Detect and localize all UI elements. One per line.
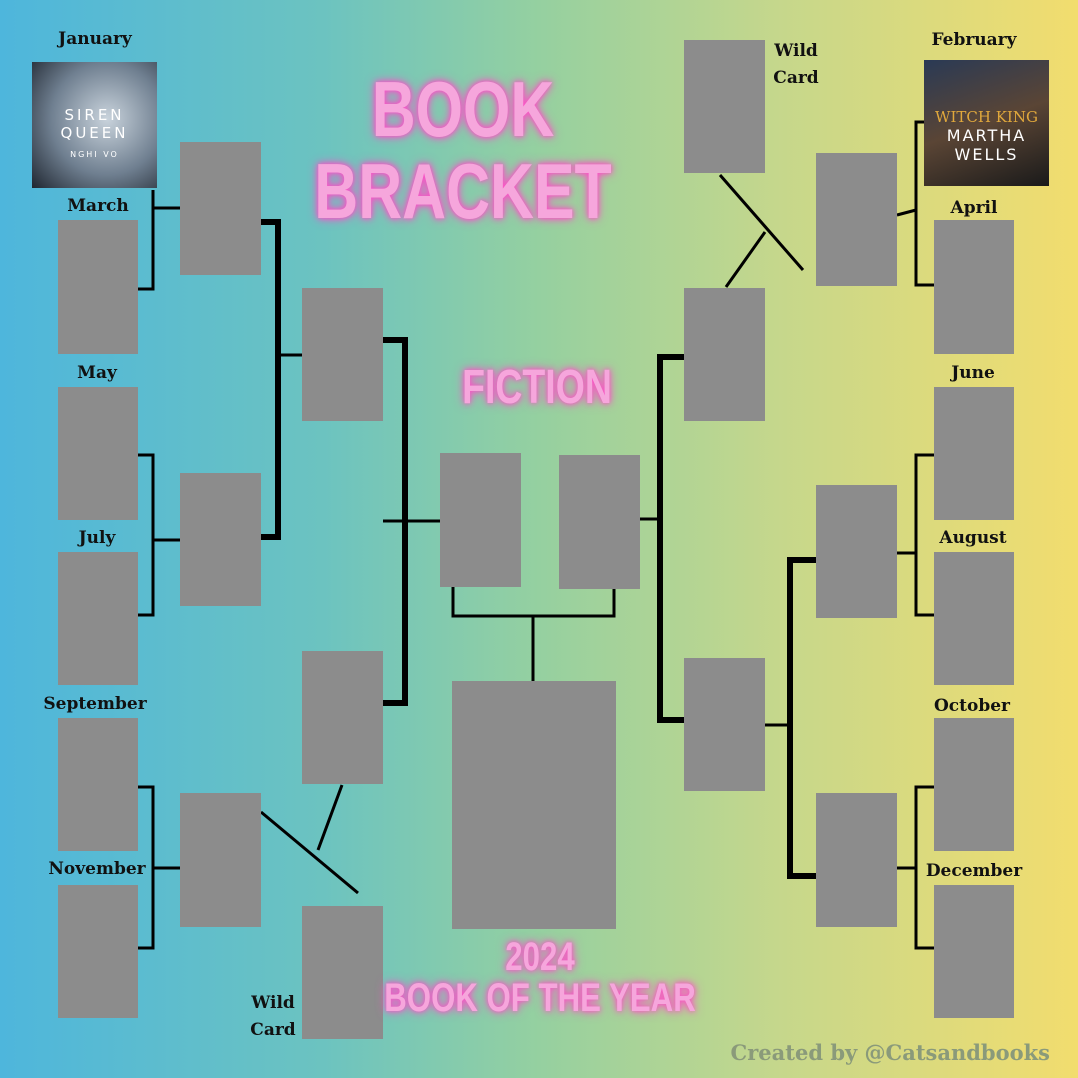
label-april: April [950,198,998,218]
label-october: October [933,696,1011,716]
title-line1: BOOK [371,65,555,153]
slot-september[interactable] [58,718,138,851]
slot-semifinal-right[interactable] [559,455,640,589]
book-title: WITCH KING [935,108,1038,126]
wildcard-line2: Card [773,68,819,88]
slot-december[interactable] [934,885,1014,1018]
label-december: December [925,861,1023,881]
slot-august[interactable] [934,552,1014,685]
book-author: WELLS [954,145,1019,164]
final-label: BOOK OF THE YEAR [384,976,696,1020]
label-july: July [78,528,116,548]
slot-left-round3-1[interactable] [302,288,383,421]
slot-november[interactable] [58,885,138,1018]
slot-march[interactable] [58,220,138,354]
slot-semifinal-left[interactable] [440,453,521,587]
book-title: SIREN [64,106,125,124]
title-line2: BRACKET [314,147,612,235]
wildcard-line1: Wild [774,41,818,61]
slot-left-round2-3[interactable] [180,793,261,927]
category-label: FICTION [462,361,612,414]
book-author: NGHI VO [70,150,119,159]
label-may: May [77,363,117,383]
label-february: February [931,30,1017,50]
label-january: January [58,29,132,49]
book-author: MARTHA [946,126,1027,145]
slot-left-round2-1[interactable] [180,142,261,275]
wildcard-line1: Wild [251,993,295,1013]
slot-right-round2-1[interactable] [816,153,897,286]
label-november: November [48,859,146,879]
label-september: September [43,694,147,714]
label-june: June [951,363,995,383]
slot-may[interactable] [58,387,138,520]
slot-left-round3-2[interactable] [302,651,383,784]
slot-right-round3-2[interactable] [684,658,765,791]
label-march: March [67,196,129,216]
book-cover-witch-king[interactable]: WITCH KING MARTHA WELLS [924,60,1049,186]
slot-left-round2-2[interactable] [180,473,261,606]
wildcard-line2: Card [250,1020,296,1040]
credit-text: Created by @Catsandbooks [730,1040,1050,1065]
slot-book-of-the-year[interactable] [452,681,616,929]
label-august: August [939,528,1007,548]
final-year: 2024 [505,935,575,979]
book-title: QUEEN [60,124,129,142]
slot-right-round2-3[interactable] [816,793,897,927]
slot-june[interactable] [934,387,1014,520]
slot-october[interactable] [934,718,1014,851]
slot-right-round3-1[interactable] [684,288,765,421]
slot-april[interactable] [934,220,1014,354]
slot-wildcard-right[interactable] [684,40,765,173]
slot-july[interactable] [58,552,138,685]
slot-wildcard-left[interactable] [302,906,383,1039]
book-cover-siren-queen[interactable]: SIREN QUEEN NGHI VO [32,62,157,188]
slot-right-round2-2[interactable] [816,485,897,618]
